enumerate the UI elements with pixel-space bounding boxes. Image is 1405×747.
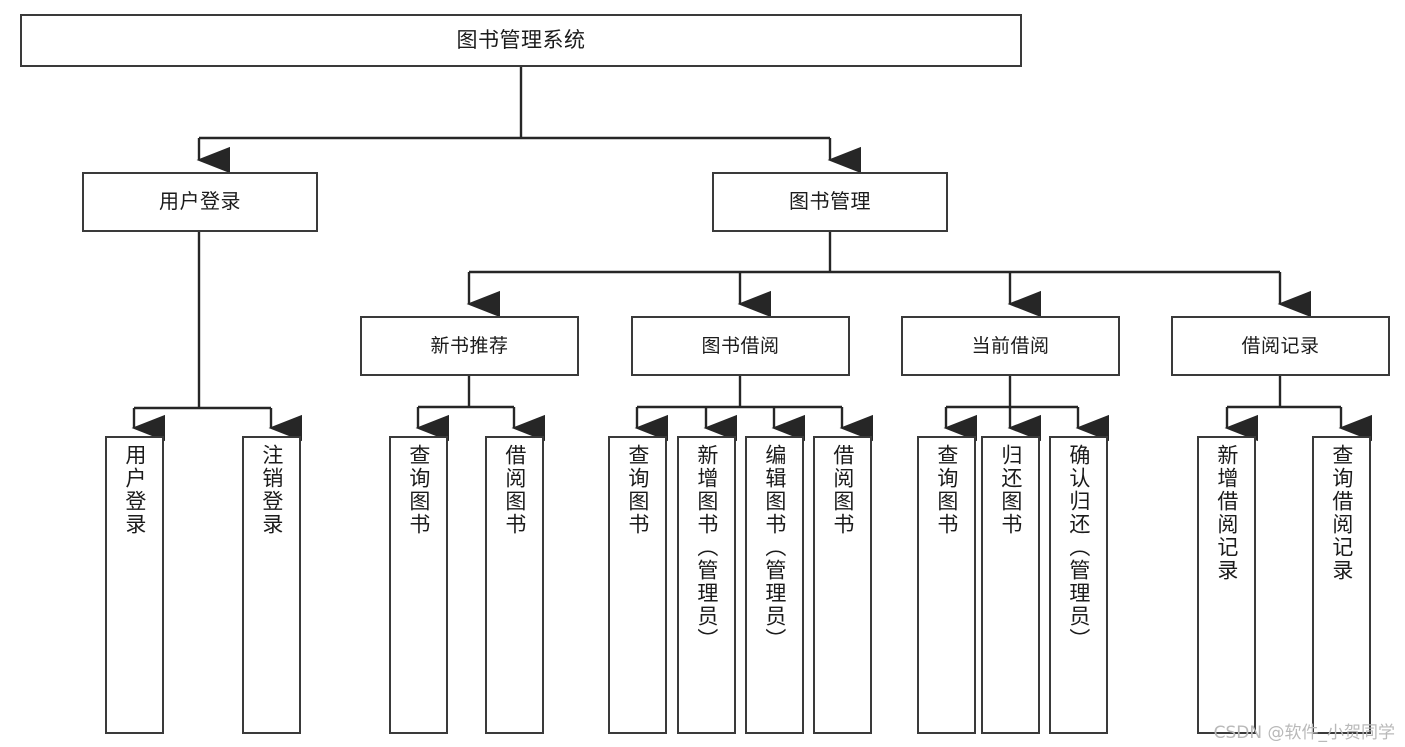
leaf-borrowrecord-query-record[interactable]: 查询借阅记录 bbox=[1312, 436, 1371, 734]
leaf-bookborrow-borrow-book[interactable]: 借阅图书 bbox=[813, 436, 872, 734]
node-book-management-label: 图书管理 bbox=[789, 189, 871, 214]
leaf-logout-label: 注销登录 bbox=[259, 444, 284, 536]
leaf-bookborrow-query-books-label: 查询图书 bbox=[625, 444, 650, 536]
leaf-bookborrow-edit-book[interactable]: 编辑图书（管理员） bbox=[745, 436, 804, 734]
leaf-currentborrow-return-book[interactable]: 归还图书 bbox=[981, 436, 1040, 734]
leaf-bookborrow-edit-book-label: 编辑图书（管理员） bbox=[762, 444, 787, 651]
node-root-system-label: 图书管理系统 bbox=[456, 28, 586, 53]
leaf-bookborrow-add-book-label: 新增图书（管理员） bbox=[694, 444, 719, 651]
node-borrow-record[interactable]: 借阅记录 bbox=[1171, 316, 1390, 376]
node-user-login-label: 用户登录 bbox=[159, 189, 241, 214]
leaf-newbook-query-books[interactable]: 查询图书 bbox=[389, 436, 448, 734]
node-book-management[interactable]: 图书管理 bbox=[712, 172, 948, 232]
leaf-user-login-label: 用户登录 bbox=[122, 444, 147, 536]
leaf-borrowrecord-add-record-label: 新增借阅记录 bbox=[1214, 444, 1239, 582]
leaf-logout[interactable]: 注销登录 bbox=[242, 436, 301, 734]
leaf-newbook-borrow-books-label: 借阅图书 bbox=[502, 444, 527, 536]
node-borrow-record-label: 借阅记录 bbox=[1241, 334, 1320, 357]
leaf-borrowrecord-add-record[interactable]: 新增借阅记录 bbox=[1197, 436, 1256, 734]
node-root-system[interactable]: 图书管理系统 bbox=[20, 14, 1022, 67]
node-user-login[interactable]: 用户登录 bbox=[82, 172, 318, 232]
leaf-bookborrow-add-book[interactable]: 新增图书（管理员） bbox=[677, 436, 736, 734]
leaf-newbook-query-books-label: 查询图书 bbox=[406, 444, 431, 536]
leaf-bookborrow-query-books[interactable]: 查询图书 bbox=[608, 436, 667, 734]
leaf-borrowrecord-query-record-label: 查询借阅记录 bbox=[1329, 444, 1354, 582]
leaf-currentborrow-confirm-return-label: 确认归还（管理员） bbox=[1066, 444, 1091, 651]
node-current-borrow[interactable]: 当前借阅 bbox=[901, 316, 1120, 376]
leaf-bookborrow-borrow-book-label: 借阅图书 bbox=[830, 444, 855, 536]
node-book-borrow[interactable]: 图书借阅 bbox=[631, 316, 850, 376]
node-book-borrow-label: 图书借阅 bbox=[701, 334, 780, 357]
leaf-newbook-borrow-books[interactable]: 借阅图书 bbox=[485, 436, 544, 734]
watermark: CSDN @软件_小贺同学 bbox=[1213, 723, 1395, 743]
leaf-currentborrow-return-book-label: 归还图书 bbox=[998, 444, 1023, 536]
node-new-book-recommend[interactable]: 新书推荐 bbox=[360, 316, 579, 376]
leaf-currentborrow-query-books-label: 查询图书 bbox=[934, 444, 959, 536]
node-new-book-recommend-label: 新书推荐 bbox=[430, 334, 509, 357]
leaf-user-login[interactable]: 用户登录 bbox=[105, 436, 164, 734]
leaf-currentborrow-query-books[interactable]: 查询图书 bbox=[917, 436, 976, 734]
leaf-currentborrow-confirm-return[interactable]: 确认归还（管理员） bbox=[1049, 436, 1108, 734]
node-current-borrow-label: 当前借阅 bbox=[971, 334, 1050, 357]
